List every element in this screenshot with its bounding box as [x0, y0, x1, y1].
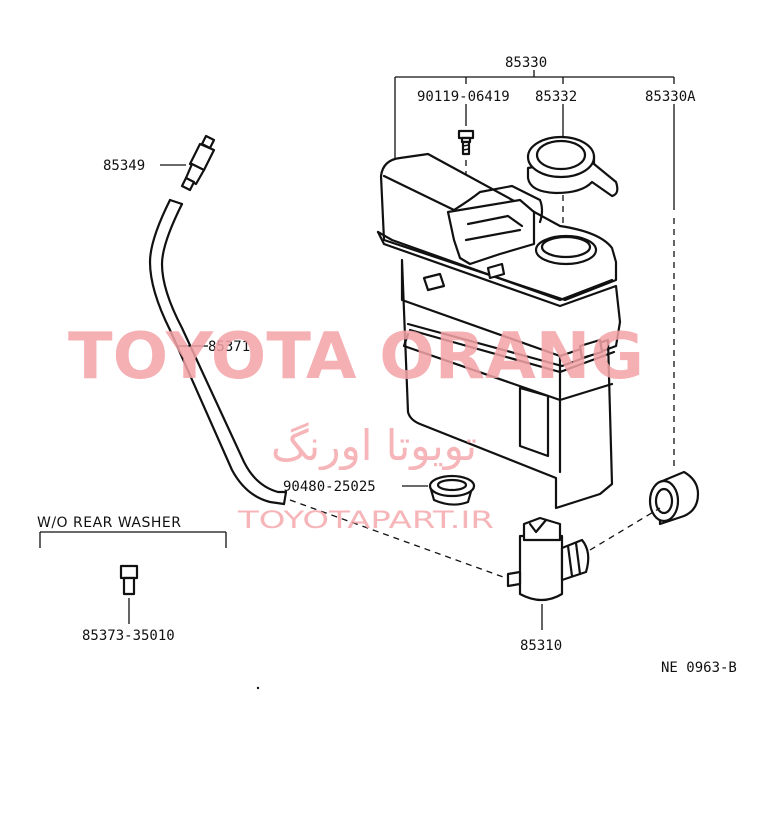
section-title: W/O REAR WASHER: [37, 515, 182, 531]
label-85310: 85310: [520, 638, 562, 654]
plug-85373: [39, 531, 227, 624]
watermark-persian: تویوتا اورنگ: [271, 421, 477, 470]
watermark-site: TOYOTAPART.IR: [237, 506, 494, 534]
figure-code: NE 0963-B: [661, 660, 737, 676]
label-85373-35010: 85373-35010: [82, 628, 175, 644]
label-85332: 85332: [535, 89, 577, 105]
label-85349: 85349: [103, 158, 145, 174]
cap-85332: [526, 104, 619, 240]
label-85371: 85371: [208, 339, 250, 355]
grommet-90480: [402, 474, 476, 506]
label-90119-06419: 90119-06419: [417, 89, 510, 105]
washer-tank: [376, 152, 622, 510]
label-90480-25025: 90480-25025: [283, 479, 376, 495]
assembly-bracket-85330: [394, 70, 675, 160]
grommet-85330A: [648, 104, 700, 526]
label-85330: 85330: [505, 55, 547, 71]
stray-dot: [256, 686, 260, 690]
check-valve-85349: [160, 134, 216, 192]
label-85330A: 85330A: [645, 89, 696, 105]
pump-85310: [506, 507, 661, 630]
hose-85371: [148, 198, 507, 579]
watermark-brand: TOYOTA ORANG: [68, 320, 644, 394]
